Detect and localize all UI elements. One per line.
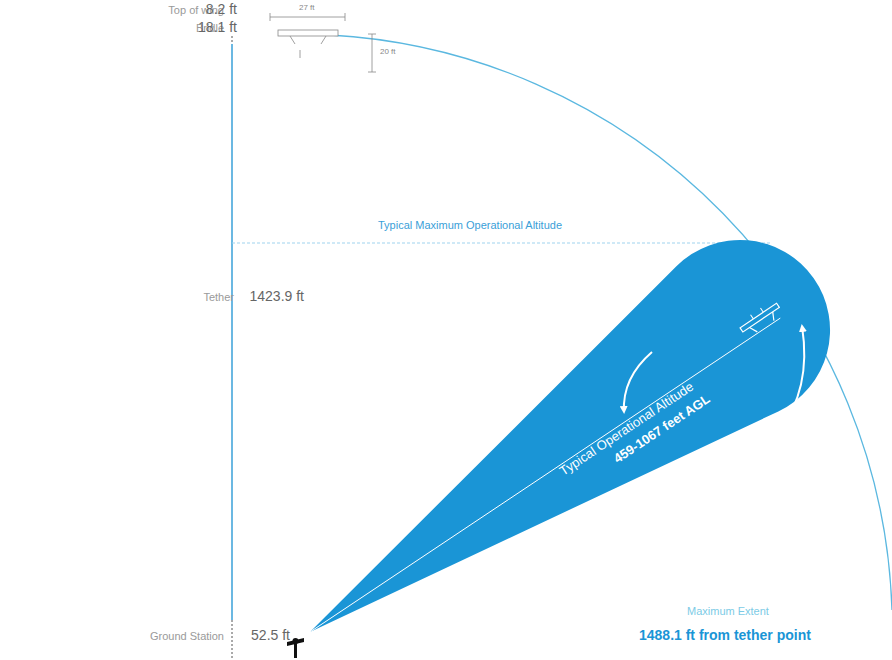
operating-envelope: Typical Operational Altitude459-1067 fee…: [290, 230, 850, 650]
label: Ground Station: [150, 630, 224, 642]
direction-arrow: [624, 352, 652, 412]
tick: [232, 36, 233, 44]
tick: [232, 620, 233, 660]
label: 27 ft: [299, 4, 315, 13]
aircraft-icon: [737, 299, 784, 339]
label: Typical Maximum Operational Altitude: [378, 219, 562, 231]
label: 18.1 ft: [198, 20, 237, 35]
label: 52.5 ft: [251, 628, 290, 643]
label: 20 ft: [380, 48, 396, 57]
wing-sketch: [270, 13, 376, 72]
altitude-line: [232, 243, 770, 244]
direction-arrow: [778, 326, 804, 432]
label: 8.2 ft: [206, 2, 237, 17]
envelope-shape: [290, 230, 850, 650]
label: 1423.9 ft: [250, 289, 305, 304]
label: Maximum Extent: [687, 605, 769, 617]
label: Tether: [203, 291, 234, 303]
tether-line: [310, 318, 780, 632]
label: 1488.1 ft from tether point: [639, 628, 811, 643]
envelope-fill: [310, 240, 830, 632]
reference-line: [231, 44, 233, 620]
